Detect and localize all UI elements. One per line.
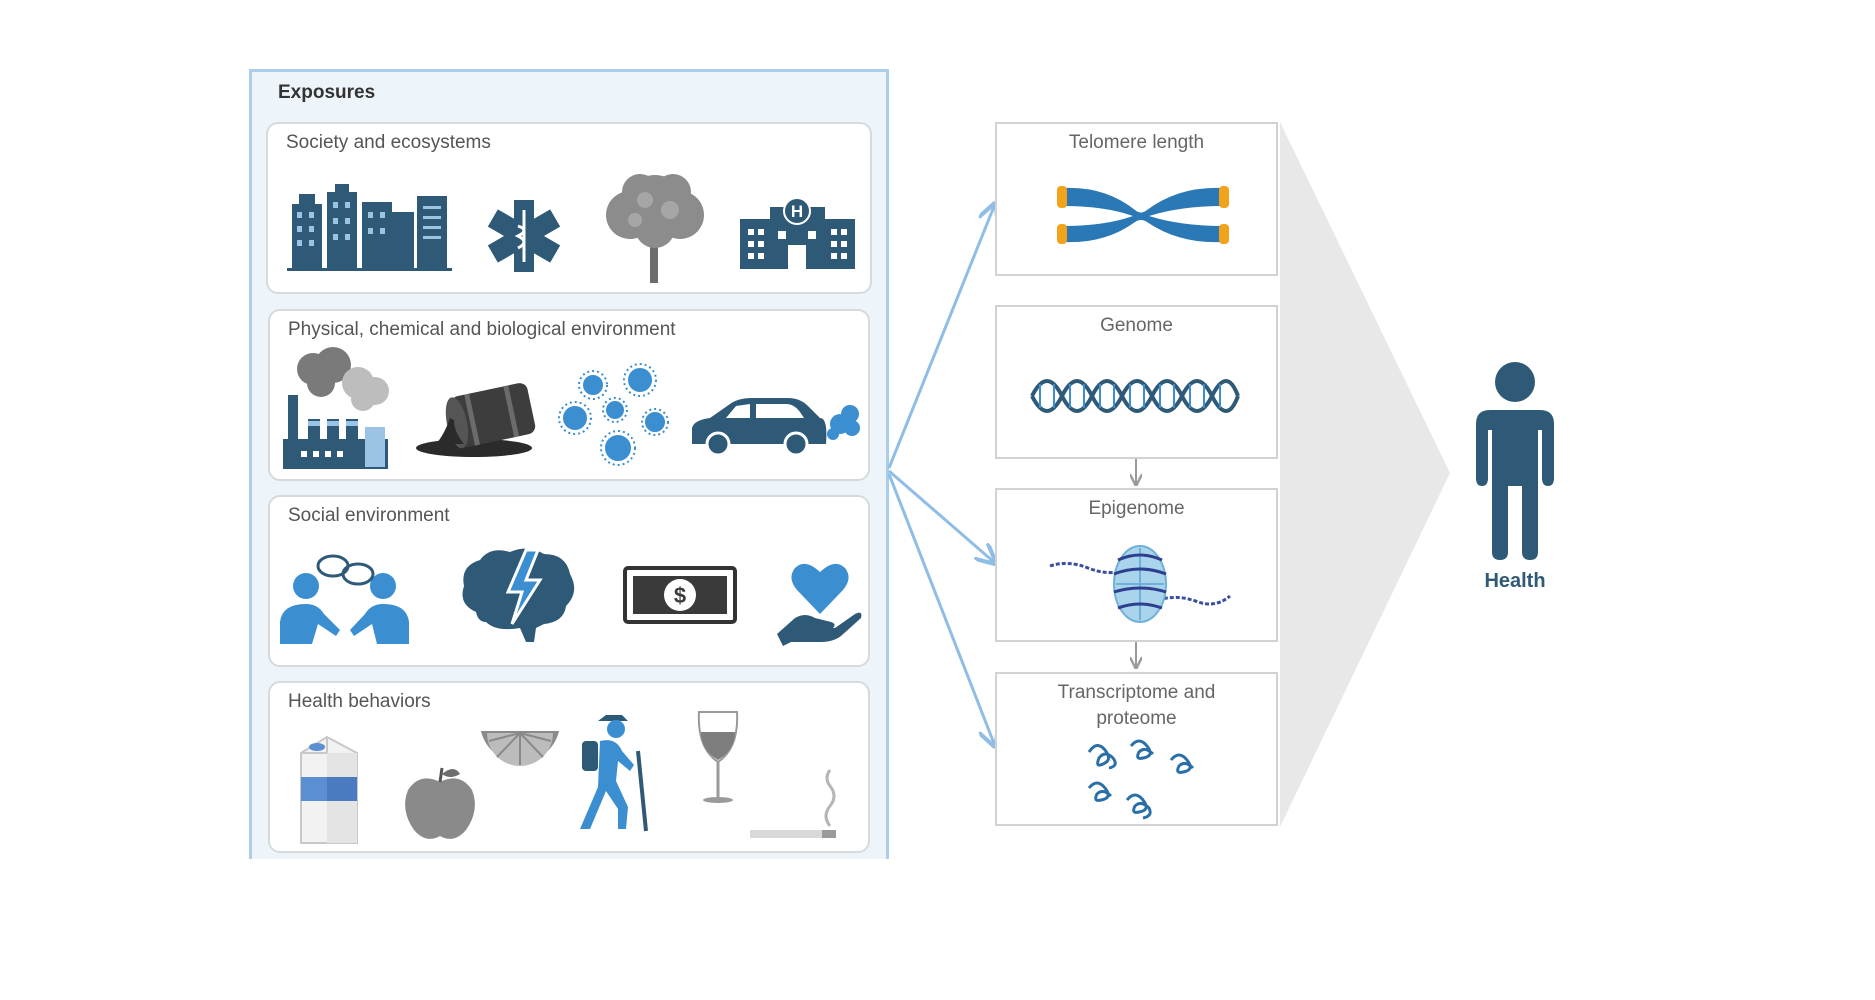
category-label: Health behaviors <box>288 691 431 712</box>
omics-label: Epigenome <box>1088 498 1185 519</box>
omics-label: Telomere length <box>1068 132 1205 153</box>
health-label: Health <box>1484 570 1546 592</box>
factory-smoke-icon <box>283 347 389 469</box>
apple-icon <box>405 767 475 839</box>
dna-helix-icon <box>1030 379 1240 413</box>
omics-telomere-box: Telomere length <box>995 122 1278 276</box>
svg-text:H: H <box>791 202 803 221</box>
person-icon <box>1476 362 1554 560</box>
svg-text:$: $ <box>674 583 686 608</box>
omics-transcriptome-box: Transcriptome and proteome <box>995 672 1278 826</box>
hospital-icon: H <box>740 197 855 269</box>
exposures-title: Exposures <box>278 82 376 103</box>
heart-hand-icon <box>777 563 862 646</box>
omics-label: Genome <box>1100 315 1173 336</box>
category-label: Physical, chemical and biological enviro… <box>288 319 676 340</box>
virus-particles-icon <box>558 363 669 466</box>
protein-folds-icon <box>1087 739 1195 820</box>
tree-icon <box>606 174 704 283</box>
omics-label: Transcriptome and proteome <box>1057 682 1216 729</box>
hiker-icon <box>580 715 648 832</box>
milk-carton-icon <box>300 735 358 844</box>
category-label: Social environment <box>288 505 450 526</box>
dollar-bill-icon: $ <box>623 566 737 624</box>
oil-barrel-spill-icon <box>416 383 536 457</box>
brain-lightning-icon <box>462 548 575 642</box>
chromosome-icon <box>1057 186 1229 244</box>
people-talking-icon <box>280 554 409 644</box>
nucleosome-icon <box>1049 545 1231 623</box>
medical-star-icon <box>487 200 561 272</box>
arrow-lines <box>887 204 995 746</box>
cigarette-icon <box>750 769 836 838</box>
category-behaviors: Health behaviors <box>268 681 870 853</box>
lemon-slice-icon <box>481 731 559 766</box>
car-exhaust-icon <box>692 398 860 457</box>
category-label: Society and ecosystems <box>286 132 491 153</box>
city-buildings-icon <box>287 184 452 271</box>
wine-glass-icon <box>697 711 739 803</box>
